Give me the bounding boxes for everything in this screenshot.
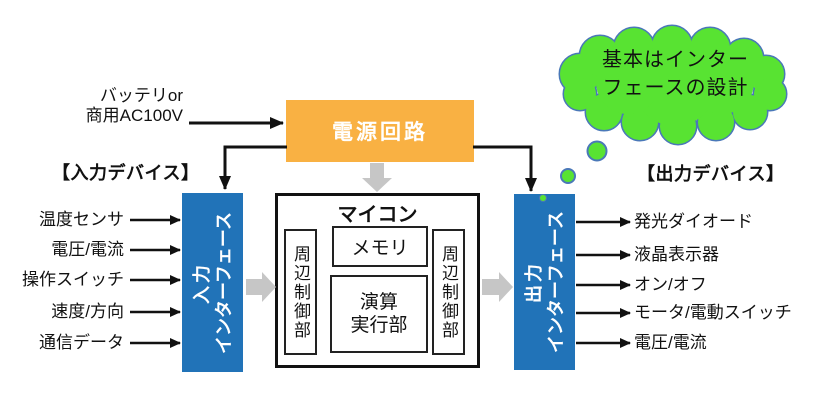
output-interface-line2: インターフェース [545,210,566,354]
input-interface-line1: 入力 [191,261,212,304]
output-device-label-2: オン/オフ [634,275,707,294]
peripheral-control-left-label: 周辺制御部 [291,244,310,340]
thought-bubble-line1: 基本はインター [602,49,749,71]
micon-to-output-arrow [482,272,513,302]
alu-label-line2: 実行部 [350,315,408,336]
output-device-label-0: 発光ダイオード [634,212,753,231]
input-interface-label: 入力 インターフェース [191,193,235,373]
output-interface-box: 出力 インターフェース [514,194,575,370]
peripheral-control-right-label: 周辺制御部 [439,244,458,340]
output-device-label-1: 液晶表示器 [634,245,719,264]
output-device-label-3: モータ/電動スイッチ [634,303,792,322]
power-to-micon-arrow [362,163,392,192]
power-source-line2: 商用AC100V [85,106,183,125]
output-device-label-4: 電圧/電流 [634,333,707,352]
alu-label-line1: 演算 [359,292,398,313]
input-interface-box: 入力 インターフェース [182,193,243,372]
thought-bubble-line2: フェースの設計 [602,77,749,99]
power-source-line1: バッテリor [99,86,183,105]
peripheral-control-right-box: 周辺制御部 [432,229,465,355]
input-device-label-0: 温度センサ [39,210,124,229]
output-devices-heading: 【出力デバイス】 [637,164,785,184]
input-device-label-3: 速度/方向 [51,302,124,321]
input-device-label-1: 電圧/電流 [51,240,124,259]
output-interface-label: 出力 インターフェース [523,192,567,372]
power-circuit-label: 電源回路 [332,121,428,144]
power-to-input-interface-arrow [219,145,287,190]
input-device-label-4: 通信データ [39,333,124,352]
memory-label: メモリ [351,238,409,259]
power-circuit-box: 電源回路 [286,100,474,162]
input-device-label-2: 操作スイッチ [22,270,124,289]
power-source-label: バッテリor 商用AC100V [57,86,183,126]
input-interface-line2: インターフェース [213,211,234,354]
thought-bubble-text: 基本はインター フェースの設計 [573,46,778,102]
input-devices-heading: 【入力デバイス】 [52,163,200,183]
peripheral-control-left-box: 周辺制御部 [284,229,317,355]
power-to-output-interface-arrow [473,145,537,192]
output-interface-line1: 出力 [523,261,544,303]
microcontroller-title: マイコン [337,204,418,226]
alu-box: 演算 実行部 [330,275,428,353]
memory-box: メモリ [332,226,428,267]
input-to-micon-arrow [246,272,276,302]
